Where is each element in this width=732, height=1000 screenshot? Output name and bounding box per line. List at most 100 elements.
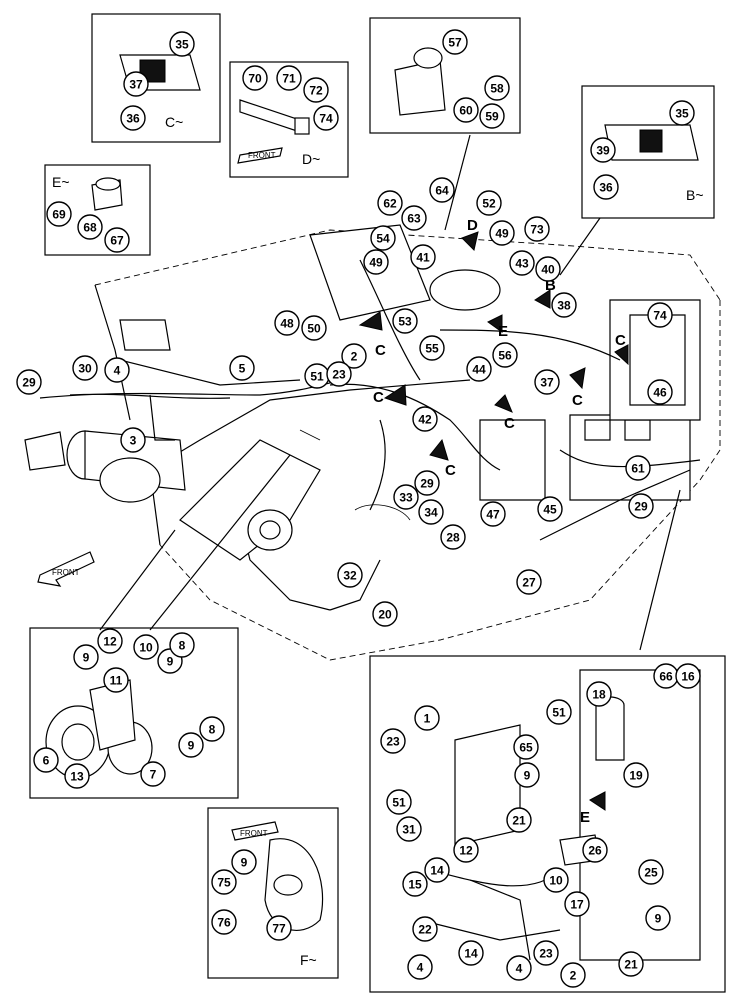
- front-label-f: FRONT: [240, 829, 268, 838]
- callout-8: 8: [199, 716, 225, 742]
- callout-number: 14: [464, 947, 478, 961]
- callout-51: 51: [304, 363, 330, 389]
- callout-number: 23: [332, 368, 346, 382]
- callout-58: 58: [484, 75, 510, 101]
- callout-number: 28: [446, 531, 460, 545]
- callout-14: 14: [424, 857, 450, 883]
- callout-number: 10: [139, 641, 153, 655]
- callout-number: 4: [417, 961, 424, 975]
- callout-number: 36: [599, 181, 613, 195]
- callout-number: 4: [114, 364, 121, 378]
- callout-number: 23: [539, 947, 553, 961]
- callout-number: 12: [459, 844, 473, 858]
- callout-number: 60: [459, 104, 473, 118]
- callout-75: 75: [211, 869, 237, 895]
- callout-number: 70: [248, 72, 262, 86]
- callout-49: 49: [363, 249, 389, 275]
- callout-76: 76: [211, 909, 237, 935]
- callout-number: 73: [530, 223, 544, 237]
- callout-20: 20: [372, 601, 398, 627]
- arrow-d: D: [467, 217, 478, 234]
- arrow-c-4: C: [504, 415, 515, 432]
- callout-27: 27: [516, 569, 542, 595]
- callout-number: 1: [424, 712, 431, 726]
- callout-44: 44: [466, 356, 492, 382]
- callout-number: 37: [540, 376, 554, 390]
- callout-number: 55: [425, 342, 439, 356]
- callout-number: 67: [110, 234, 124, 248]
- callout-30: 30: [72, 355, 98, 381]
- callout-48: 48: [274, 310, 300, 336]
- callout-number: 62: [383, 197, 397, 211]
- callout-number: 50: [307, 322, 321, 336]
- arrow-b: B: [545, 277, 556, 294]
- callout-73: 73: [524, 216, 550, 242]
- callout-2: 2: [341, 343, 367, 369]
- callout-number: 42: [418, 413, 432, 427]
- callout-number: 9: [241, 856, 248, 870]
- callout-35: 35: [169, 31, 195, 57]
- callout-number: 6: [43, 754, 50, 768]
- callout-40: 40: [535, 256, 561, 282]
- callout-42: 42: [412, 406, 438, 432]
- callout-number: 27: [522, 576, 536, 590]
- callout-number: 18: [592, 688, 606, 702]
- callout-62: 62: [377, 190, 403, 216]
- callout-number: 47: [486, 508, 500, 522]
- callout-number: 9: [167, 655, 174, 669]
- callout-number: 74: [653, 309, 667, 323]
- callout-number: 22: [418, 923, 432, 937]
- callout-37: 37: [123, 71, 149, 97]
- callout-56: 56: [492, 342, 518, 368]
- callout-74: 74: [313, 105, 339, 131]
- callout-number: 10: [549, 874, 563, 888]
- front-arrow-main: FRONT: [37, 551, 95, 587]
- callout-number: 38: [557, 299, 571, 313]
- arrow-c-3: C: [445, 462, 456, 479]
- callout-number: 49: [369, 256, 383, 270]
- callout-number: 58: [490, 82, 504, 96]
- callout-number: 64: [435, 184, 449, 198]
- callout-6: 6: [33, 747, 59, 773]
- callout-39: 39: [590, 137, 616, 163]
- callout-number: 51: [392, 796, 406, 810]
- callout-9: 9: [645, 905, 671, 931]
- view-arrows: C C C C D E B C C: [358, 217, 629, 811]
- callout-33: 33: [393, 484, 419, 510]
- callout-51: 51: [386, 789, 412, 815]
- callout-number: 25: [644, 866, 658, 880]
- arrow-c-1: C: [375, 342, 386, 359]
- callout-8: 8: [169, 632, 195, 658]
- callout-number: 53: [398, 315, 412, 329]
- callout-number: 77: [272, 922, 286, 936]
- callout-61: 61: [625, 455, 651, 481]
- callout-number: 32: [343, 569, 357, 583]
- callout-10: 10: [133, 634, 159, 660]
- view-e-small-label: E: [580, 809, 590, 826]
- callout-number: 15: [408, 878, 422, 892]
- callout-41: 41: [410, 244, 436, 270]
- callout-51: 51: [546, 699, 572, 725]
- callout-19: 19: [623, 762, 649, 788]
- callout-12: 12: [453, 837, 479, 863]
- callout-4: 4: [407, 954, 433, 980]
- callout-number: 16: [681, 670, 695, 684]
- arrow-c-2: C: [373, 389, 384, 406]
- callout-number: 69: [52, 208, 66, 222]
- callout-number: 21: [624, 958, 638, 972]
- callout-69: 69: [46, 201, 72, 227]
- inset-view-c: C~: [91, 13, 221, 143]
- callout-number: 71: [282, 72, 296, 86]
- callout-37: 37: [534, 369, 560, 395]
- callout-number: 29: [634, 500, 648, 514]
- callout-number: 52: [482, 197, 496, 211]
- callout-23: 23: [380, 728, 406, 754]
- callout-55: 55: [419, 335, 445, 361]
- callout-4: 4: [104, 357, 130, 383]
- callout-number: 34: [424, 506, 438, 520]
- callout-number: 2: [351, 350, 358, 364]
- callout-number: 35: [675, 107, 689, 121]
- callout-number: 5: [239, 362, 246, 376]
- callout-1: 1: [414, 705, 440, 731]
